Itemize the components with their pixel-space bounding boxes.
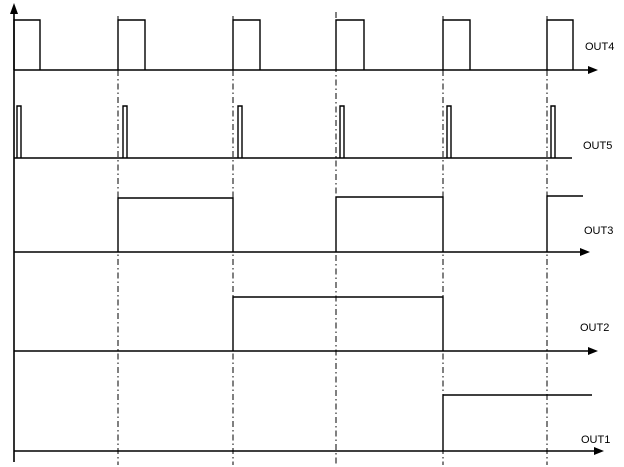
signal-out2: OUT2 — [14, 296, 609, 355]
signal-out4: OUT4 — [13, 19, 614, 74]
signal-out3-arrow-icon — [580, 248, 590, 256]
signal-out5-pulse-1 — [16, 105, 22, 158]
signal-out5-pulse-2 — [122, 105, 128, 158]
signal-out1-arrow-icon — [594, 447, 604, 455]
signal-out1-pulse-1 — [442, 394, 592, 451]
signal-out3-pulse-3 — [546, 195, 583, 252]
signal-out5-pulse-3 — [237, 105, 243, 158]
signal-out4-label: OUT4 — [585, 41, 614, 53]
signal-out5: OUT5 — [14, 105, 612, 159]
signal-out3: OUT3 — [14, 195, 613, 256]
signal-out1-label: OUT1 — [581, 434, 610, 446]
signal-out5-pulse-4 — [339, 105, 345, 158]
signal-out5-pulse-5 — [446, 105, 452, 158]
signal-out4-pulse-3 — [232, 19, 261, 70]
alignment-guides — [117, 12, 548, 465]
signal-out2-arrow-icon — [588, 347, 598, 355]
signal-out4-pulse-5 — [442, 19, 471, 70]
signal-out4-pulse-1 — [13, 19, 41, 70]
signal-out3-label: OUT3 — [584, 225, 613, 237]
signal-out5-pulse-6 — [550, 105, 556, 158]
signal-out2-pulse-1 — [232, 296, 444, 351]
signal-out3-pulse-1 — [117, 197, 234, 252]
signal-out5-label: OUT5 — [583, 140, 612, 152]
time-axis — [10, 3, 18, 462]
signal-out3-pulse-2 — [335, 196, 444, 252]
time-axis-arrow-icon — [10, 3, 18, 14]
signal-out4-pulse-4 — [335, 19, 365, 70]
signal-out1: OUT1 — [14, 394, 610, 455]
signal-out4-pulse-2 — [117, 19, 146, 70]
signal-out4-pulse-6 — [546, 19, 574, 70]
signal-out4-arrow-icon — [588, 66, 598, 74]
signal-out2-label: OUT2 — [580, 322, 609, 334]
